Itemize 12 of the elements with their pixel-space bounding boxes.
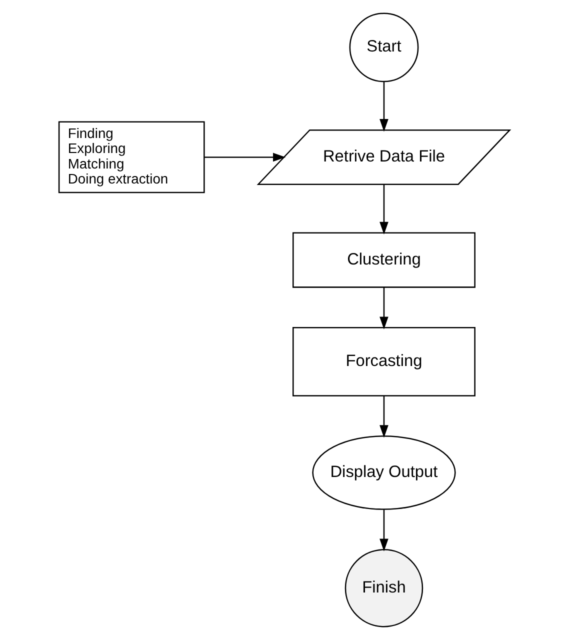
arrow bbox=[380, 184, 388, 235]
arrow bbox=[380, 396, 388, 438]
arrow bbox=[380, 287, 388, 330]
node-ellipse: Display Output bbox=[312, 435, 456, 510]
node-circle: Start bbox=[349, 12, 419, 82]
node-box: Finding Exploring Matching Doing extraction bbox=[58, 121, 205, 194]
node-circle: Finish bbox=[344, 549, 424, 628]
arrow bbox=[204, 152, 286, 162]
node-box: Clustering bbox=[292, 232, 476, 288]
arrow bbox=[380, 510, 388, 552]
arrow bbox=[380, 82, 388, 132]
node-box: Forcasting bbox=[292, 326, 476, 396]
